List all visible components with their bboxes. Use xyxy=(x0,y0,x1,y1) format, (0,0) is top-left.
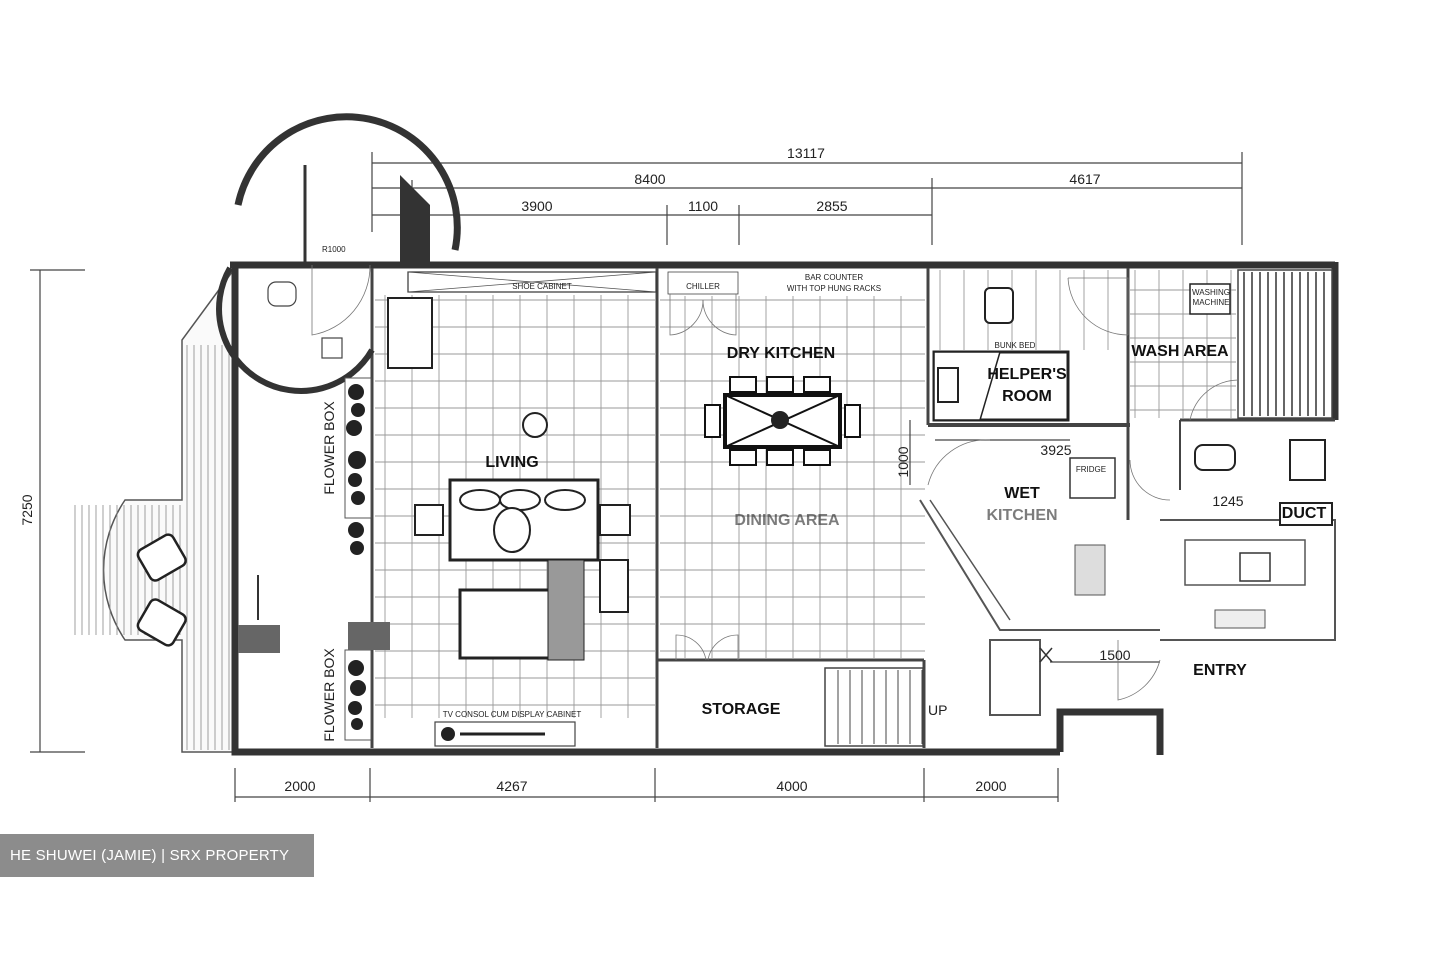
dim-bottom-1: 2000 xyxy=(284,778,315,794)
wet-kitchen-fixtures xyxy=(909,420,1306,629)
door-radius-label: R1000 xyxy=(322,245,346,254)
dim-top-c2: 1100 xyxy=(688,198,718,214)
entry-door xyxy=(1039,640,1161,701)
bar-counter-label-2: WITH TOP HUNG RACKS xyxy=(787,284,881,293)
room-duct: DUCT xyxy=(1282,505,1327,522)
left-dimension-line xyxy=(30,269,85,753)
living-furniture xyxy=(387,271,657,747)
dim-bottom-2: 4267 xyxy=(496,778,527,794)
flower-box-bottom-label: FLOWER BOX xyxy=(321,648,337,742)
flower-box-plants xyxy=(344,377,372,741)
dim-top-total: 13117 xyxy=(787,145,825,161)
staircase xyxy=(824,667,924,747)
dining-table xyxy=(704,376,861,466)
room-wet-kitchen-1: WET xyxy=(1004,485,1040,502)
balcony-furniture xyxy=(136,533,390,653)
dim-wet-kitchen-width: 3925 xyxy=(1040,442,1071,458)
fridge-label: FRIDGE xyxy=(1076,465,1106,474)
top-dimension-lines xyxy=(371,152,1243,245)
room-living: LIVING xyxy=(485,454,538,471)
bottom-dimension-lines xyxy=(234,768,1059,802)
washing-machine-label-1: WASHING xyxy=(1192,288,1230,297)
room-wet-kitchen-2: KITCHEN xyxy=(986,507,1057,524)
dim-bottom-4: 2000 xyxy=(975,778,1006,794)
washing-machine-label-2: MACHINE xyxy=(1193,298,1230,307)
wash-area-fixtures xyxy=(1189,269,1333,526)
balcony-deck xyxy=(74,265,236,753)
room-storage: STORAGE xyxy=(702,701,781,718)
room-helpers-2: ROOM xyxy=(1002,388,1052,405)
flower-box-top-label: FLOWER BOX xyxy=(321,401,337,495)
dim-wet-kitchen-depth: 1000 xyxy=(895,446,911,477)
bar-counter-label-1: BAR COUNTER xyxy=(805,273,863,282)
helpers-room-furniture xyxy=(932,277,1129,422)
dim-left-height: 7250 xyxy=(19,494,35,525)
dim-top-b: 4617 xyxy=(1069,171,1100,187)
dim-top-c1: 3900 xyxy=(521,198,552,214)
chiller-doors xyxy=(667,271,739,661)
watermark-label: HE SHUWEI (JAMIE) | SRX PROPERTY xyxy=(0,834,314,877)
shoe-cabinet-label: SHOE CABINET xyxy=(512,282,572,291)
walls xyxy=(230,261,1339,756)
room-wash-area: WASH AREA xyxy=(1131,343,1229,360)
dim-bottom-3: 4000 xyxy=(776,778,807,794)
room-entry: ENTRY xyxy=(1193,662,1247,679)
room-dining-area: DINING AREA xyxy=(734,512,840,529)
dim-top-c3: 2855 xyxy=(816,198,847,214)
round-bathroom xyxy=(216,113,461,394)
dim-top-a: 8400 xyxy=(634,171,665,187)
room-dry-kitchen: DRY KITCHEN xyxy=(727,345,835,362)
dim-duct-width: 1245 xyxy=(1212,493,1243,509)
bunk-bed-label: BUNK BED xyxy=(995,341,1036,350)
tv-console-label: TV CONSOL CUM DISPLAY CABINET xyxy=(443,710,582,719)
dim-entry-width: 1500 xyxy=(1099,647,1130,663)
room-helpers-1: HELPER'S xyxy=(987,366,1067,383)
chiller-label: CHILLER xyxy=(686,282,720,291)
stair-up-label: UP xyxy=(928,702,947,718)
